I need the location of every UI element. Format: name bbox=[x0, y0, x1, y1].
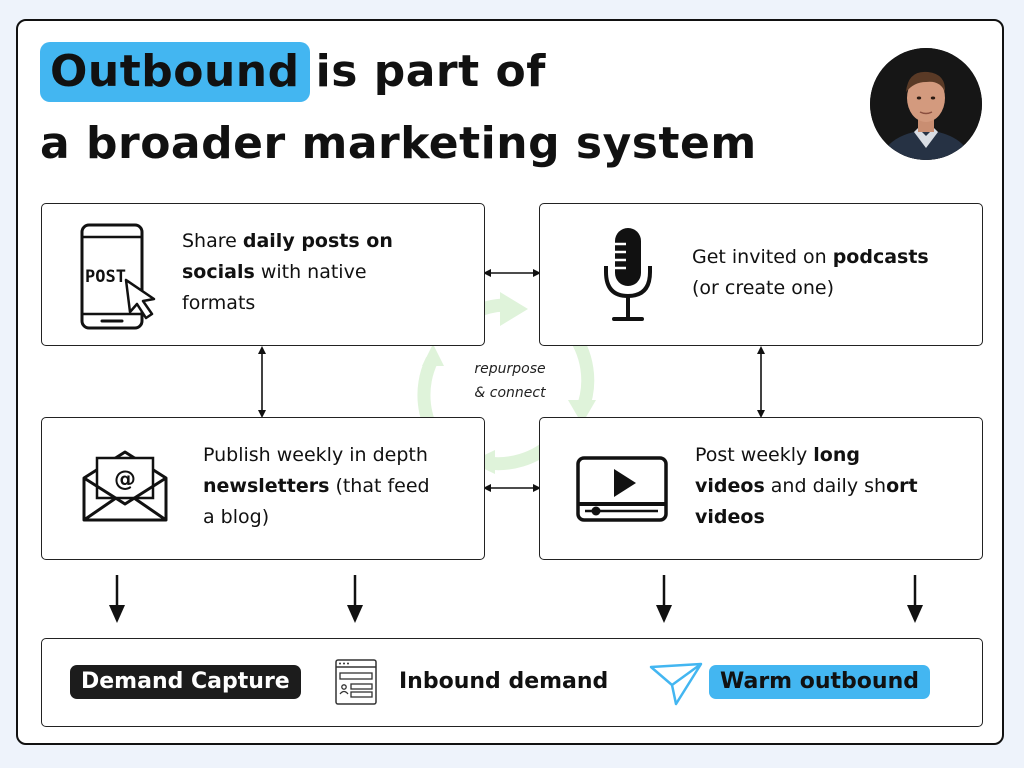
newsletter-bold-1: newsletters bbox=[203, 475, 330, 497]
video-player-icon bbox=[576, 456, 668, 522]
warm-outbound-pill: Warm outbound bbox=[709, 665, 930, 699]
podcasts-text-1: Get invited on bbox=[692, 246, 833, 268]
microphone-icon bbox=[604, 228, 652, 321]
newsletter-text-3: a blog) bbox=[203, 506, 270, 528]
podcasts-bold-1: podcasts bbox=[832, 246, 929, 268]
box-newsletter: @ Publish weekly in depth newsletters (t… bbox=[41, 417, 485, 560]
socials-text-1: Share bbox=[182, 230, 243, 252]
box-newsletter-text: Publish weekly in depth newsletters (tha… bbox=[203, 440, 430, 533]
box-socials: POST Share daily posts on socials with n… bbox=[41, 203, 485, 346]
person-photo-icon bbox=[870, 48, 982, 160]
newsletter-text-2: (that feed bbox=[329, 475, 430, 497]
videos-bold-2: videos bbox=[695, 475, 765, 497]
box-podcasts-text: Get invited on podcasts (or create one) bbox=[692, 242, 929, 304]
box-socials-text: Share daily posts on socials with native… bbox=[182, 226, 393, 319]
demand-capture-pill: Demand Capture bbox=[70, 665, 301, 699]
box-videos-text: Post weekly long videos and daily short … bbox=[695, 440, 918, 533]
socials-bold-1: daily posts on bbox=[242, 230, 393, 252]
email-envelope-icon: @ bbox=[82, 450, 168, 522]
svg-text:@: @ bbox=[114, 467, 136, 492]
cycle-label-line-1: repurpose bbox=[474, 361, 546, 377]
avatar bbox=[870, 48, 982, 160]
title-highlight: Outbound bbox=[40, 42, 310, 102]
podcasts-text-2: (or create one) bbox=[692, 277, 835, 299]
box-videos: Post weekly long videos and daily short … bbox=[539, 417, 983, 560]
videos-text-2: and daily sh bbox=[764, 475, 887, 497]
videos-bold-3: ort bbox=[886, 475, 918, 497]
box-podcasts: Get invited on podcasts (or create one) bbox=[539, 203, 983, 346]
videos-bold-1: long bbox=[813, 444, 860, 466]
main-card bbox=[16, 19, 1004, 745]
socials-text-3: formats bbox=[182, 292, 256, 314]
socials-bold-2: socials bbox=[182, 261, 255, 283]
cycle-label-line-2: & connect bbox=[474, 385, 546, 401]
title-line-1-rest: is part of bbox=[315, 46, 546, 97]
paper-plane-icon bbox=[649, 662, 703, 706]
cycle-label: repurpose & connect bbox=[462, 357, 558, 405]
cycle-arrowheads bbox=[422, 292, 596, 474]
post-icon-text: POST bbox=[85, 267, 126, 287]
inbound-demand-label: Inbound demand bbox=[399, 669, 609, 694]
phone-post-icon: POST bbox=[80, 223, 156, 330]
videos-bold-4: videos bbox=[695, 506, 765, 528]
title-line-2: a broader marketing system bbox=[40, 118, 757, 169]
socials-text-2: with native bbox=[254, 261, 367, 283]
videos-text-1: Post weekly bbox=[695, 444, 814, 466]
newsletter-text-1: Publish weekly in depth bbox=[203, 444, 428, 466]
form-icon bbox=[335, 659, 377, 705]
